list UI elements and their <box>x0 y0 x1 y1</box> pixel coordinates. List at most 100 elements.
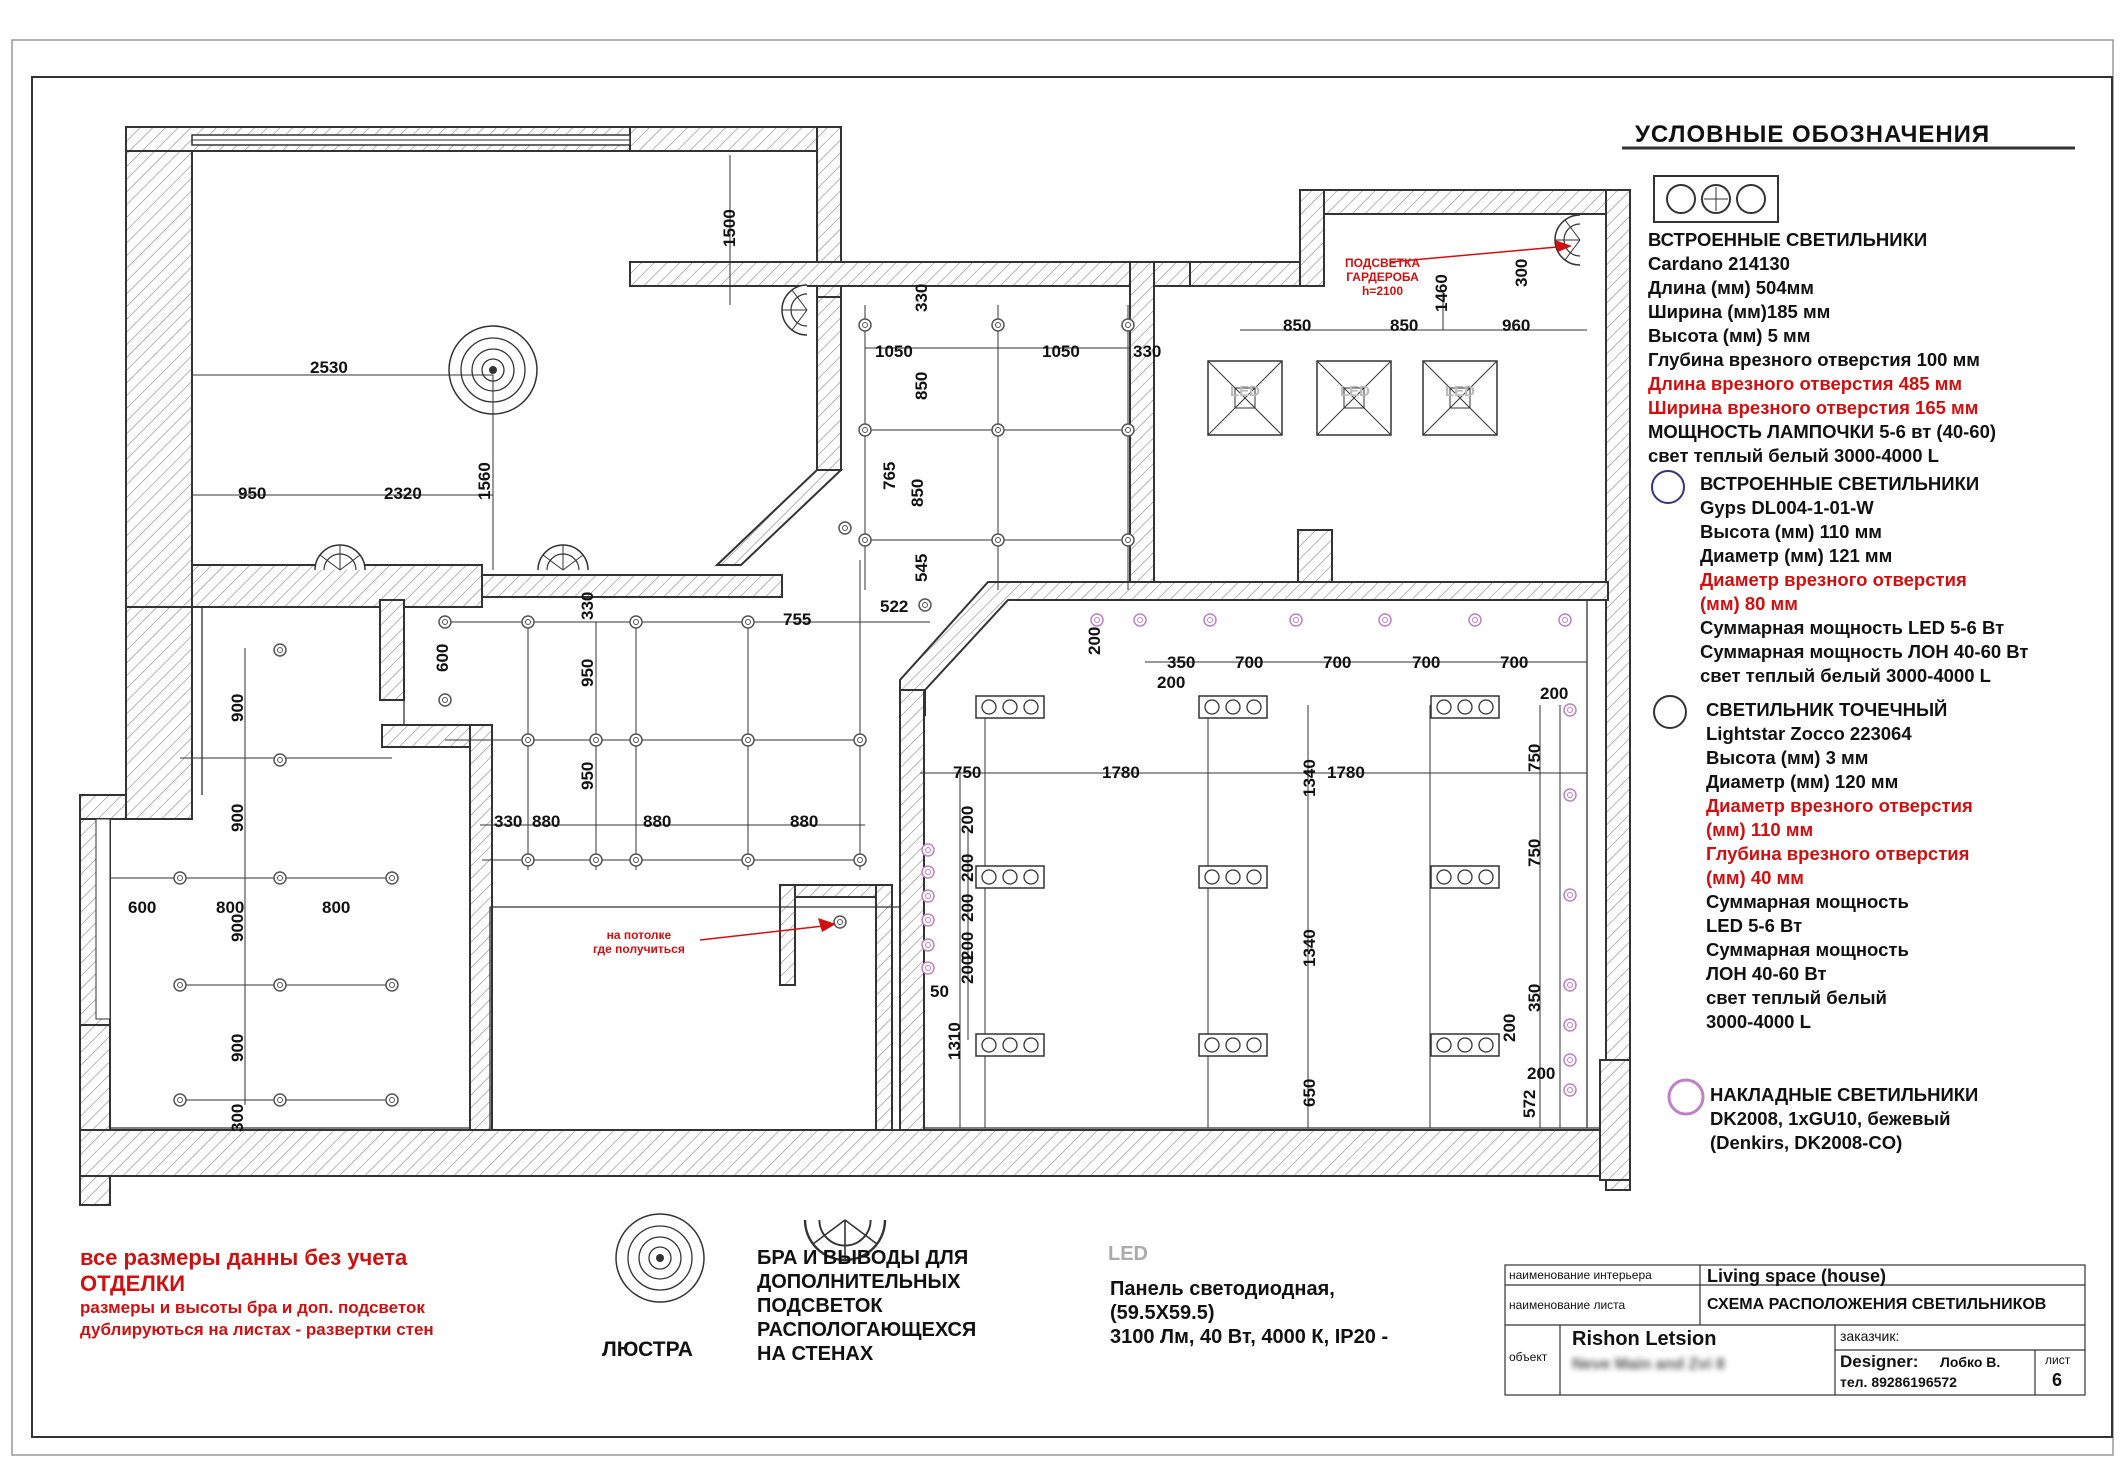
note-line: на потолке <box>606 928 672 942</box>
legend-line: Диаметр (мм) 120 мм <box>1706 771 1899 792</box>
dimension-label: 1460 <box>1432 274 1451 312</box>
ceiling-note: на потолке где получиться <box>593 928 685 956</box>
legend-recessed-icon <box>1651 470 1685 504</box>
designer-name: Лобко В. <box>1940 1354 2001 1370</box>
legend-line: 3100 Лм, 40 Вт, 4000 К, IP20 - <box>1110 1326 1389 1348</box>
dimension-label: 900 <box>228 1033 247 1062</box>
dimension-label: 850 <box>1283 316 1312 335</box>
object-label: объект <box>1509 1350 1548 1364</box>
triple-recessed-lights <box>975 695 1500 1057</box>
dimension-label: 600 <box>128 898 157 917</box>
dimension-label: 700 <box>1235 653 1264 672</box>
legend-line: ВСТРОЕННЫЕ СВЕТИЛЬНИКИ <box>1648 229 1928 250</box>
legend-line: НА СТЕНАХ <box>757 1343 874 1365</box>
dimension-label: 750 <box>1525 838 1544 867</box>
dimension-label: 1340 <box>1300 759 1319 797</box>
dimension-label: 880 <box>790 812 819 831</box>
led-label: LED <box>1340 383 1370 400</box>
legend-line: LED 5-6 Вт <box>1706 915 1803 936</box>
dimension-label: 1560 <box>475 462 494 500</box>
dimension-label: 572 <box>1520 1089 1539 1118</box>
legend-line: Диаметр врезного отверстия <box>1706 795 1973 816</box>
dimension-label: 2530 <box>310 358 348 377</box>
dimension-label: 800 <box>216 898 245 917</box>
dimension-label: 700 <box>1412 653 1441 672</box>
walls <box>79 126 1631 1206</box>
legend-line: Суммарная мощность LED 5-6 Вт <box>1700 617 2005 638</box>
dimension-label: 1050 <box>875 342 913 361</box>
legend-line: ДОПОЛНИТЕЛЬНЫХ <box>757 1271 961 1293</box>
legend-line: DK2008, 1xGU10, бежевый <box>1710 1108 1951 1129</box>
legend-line: СВЕТИЛЬНИК ТОЧЕЧНЫЙ <box>1706 699 1948 720</box>
led-label: LED <box>1108 1243 1148 1265</box>
legend-line: (мм) 40 мм <box>1706 867 1804 888</box>
legend-recessed-cardano: ВСТРОЕННЫЕ СВЕТИЛЬНИКИ Cardano 214130 Дл… <box>1648 228 1996 468</box>
note-line: дублируються на листах - развертки стен <box>80 1320 434 1339</box>
legend-line: Суммарная мощность ЛОН 40-60 Вт <box>1700 641 2029 662</box>
dimension-label: 350 <box>1167 653 1196 672</box>
dimension-label: 800 <box>322 898 351 917</box>
dimension-label: 2320 <box>384 484 422 503</box>
dimension-label: 750 <box>953 763 982 782</box>
dimension-label: 600 <box>433 643 452 672</box>
legend-line: Глубина врезного отверстия 100 мм <box>1648 349 1980 370</box>
legend-line: свет теплый белый <box>1706 987 1887 1008</box>
legend-line: Ширина (мм)185 мм <box>1648 301 1831 322</box>
dimension-label: 545 <box>912 553 931 582</box>
dimension-label: 700 <box>1500 653 1529 672</box>
phone: тел. 89286196572 <box>1840 1374 1957 1390</box>
dimension-label: 522 <box>880 597 909 616</box>
dimension-label: 900 <box>228 803 247 832</box>
legend-line: (Denkirs, DK2008-CO) <box>1710 1132 1903 1153</box>
legend-line: Длина врезного отверстия 485 мм <box>1648 373 1963 394</box>
sconce-icon <box>537 544 589 571</box>
legend-spot: СВЕТИЛЬНИК ТОЧЕЧНЫЙ Lightstar Zocco 2230… <box>1706 698 1973 1034</box>
legend-line: Lightstar Zocco 223064 <box>1706 723 1912 744</box>
interior-label: наименование интерьера <box>1509 1268 1652 1282</box>
surface-lights <box>921 613 1577 1097</box>
dimension-label: 650 <box>1300 1078 1319 1107</box>
sconce-icon <box>314 544 366 571</box>
legend-surface-icon <box>1667 1078 1705 1116</box>
note-line: где получиться <box>593 942 685 956</box>
dimension-label: 950 <box>238 484 267 503</box>
dimension-label: 50 <box>930 982 949 1001</box>
sconce-icon <box>1554 214 1581 266</box>
dimension-label: 330 <box>1133 342 1162 361</box>
legend-line: 3000-4000 L <box>1706 1011 1811 1032</box>
dimension-label: 200 <box>1540 684 1569 703</box>
dimension-label: 1340 <box>1300 929 1319 967</box>
dimensions-note: все размеры данны без учета ОТДЕЛКИ разм… <box>80 1245 434 1341</box>
legend-line: свет теплый белый 3000-4000 L <box>1648 445 1939 466</box>
inner-frame <box>31 76 2113 1438</box>
room-lines <box>110 286 1600 1130</box>
legend-line: РАСПОЛОГАЮЩЕХСЯ <box>757 1319 977 1341</box>
dimension-label: 330 <box>578 591 597 620</box>
object-sub: Neve Main and Zvi 8 <box>1572 1356 1725 1373</box>
legend-recessed-gyps: ВСТРОЕННЫЕ СВЕТИЛЬНИКИ Gyps DL004-1-01-W… <box>1700 472 2028 688</box>
dimension-label: 1310 <box>945 1022 964 1060</box>
dimension-label: 200 <box>958 805 977 834</box>
legend-line: ЛОН 40-60 Вт <box>1706 963 1827 984</box>
legend-line: Суммарная мощность <box>1706 939 1909 960</box>
dimension-label: 1050 <box>1042 342 1080 361</box>
dimension-label: 880 <box>532 812 561 831</box>
legend-line: ПОДСВЕТОК <box>757 1295 883 1317</box>
dimension-label: 950 <box>578 658 597 687</box>
dimension-label: 755 <box>783 610 812 629</box>
dimension-label: 200 <box>958 853 977 882</box>
dimension-label: 200 <box>1527 1064 1556 1083</box>
dimension-label: 350 <box>1525 983 1544 1012</box>
dimension-label: 1780 <box>1102 763 1140 782</box>
designer-label: Designer: <box>1840 1352 1919 1371</box>
legend-line: Глубина врезного отверстия <box>1706 843 1970 864</box>
dimension-label: 1500 <box>720 209 739 247</box>
dimension-label: 850 <box>908 478 927 507</box>
title-block <box>1504 1264 2086 1396</box>
sconce-icon <box>781 284 808 336</box>
legend-spot-icon <box>1653 695 1687 729</box>
note-line: ГАРДЕРОБА <box>1346 270 1419 284</box>
legend-line: Длина (мм) 504мм <box>1648 277 1814 298</box>
legend-line: (59.5X59.5) <box>1110 1302 1215 1324</box>
